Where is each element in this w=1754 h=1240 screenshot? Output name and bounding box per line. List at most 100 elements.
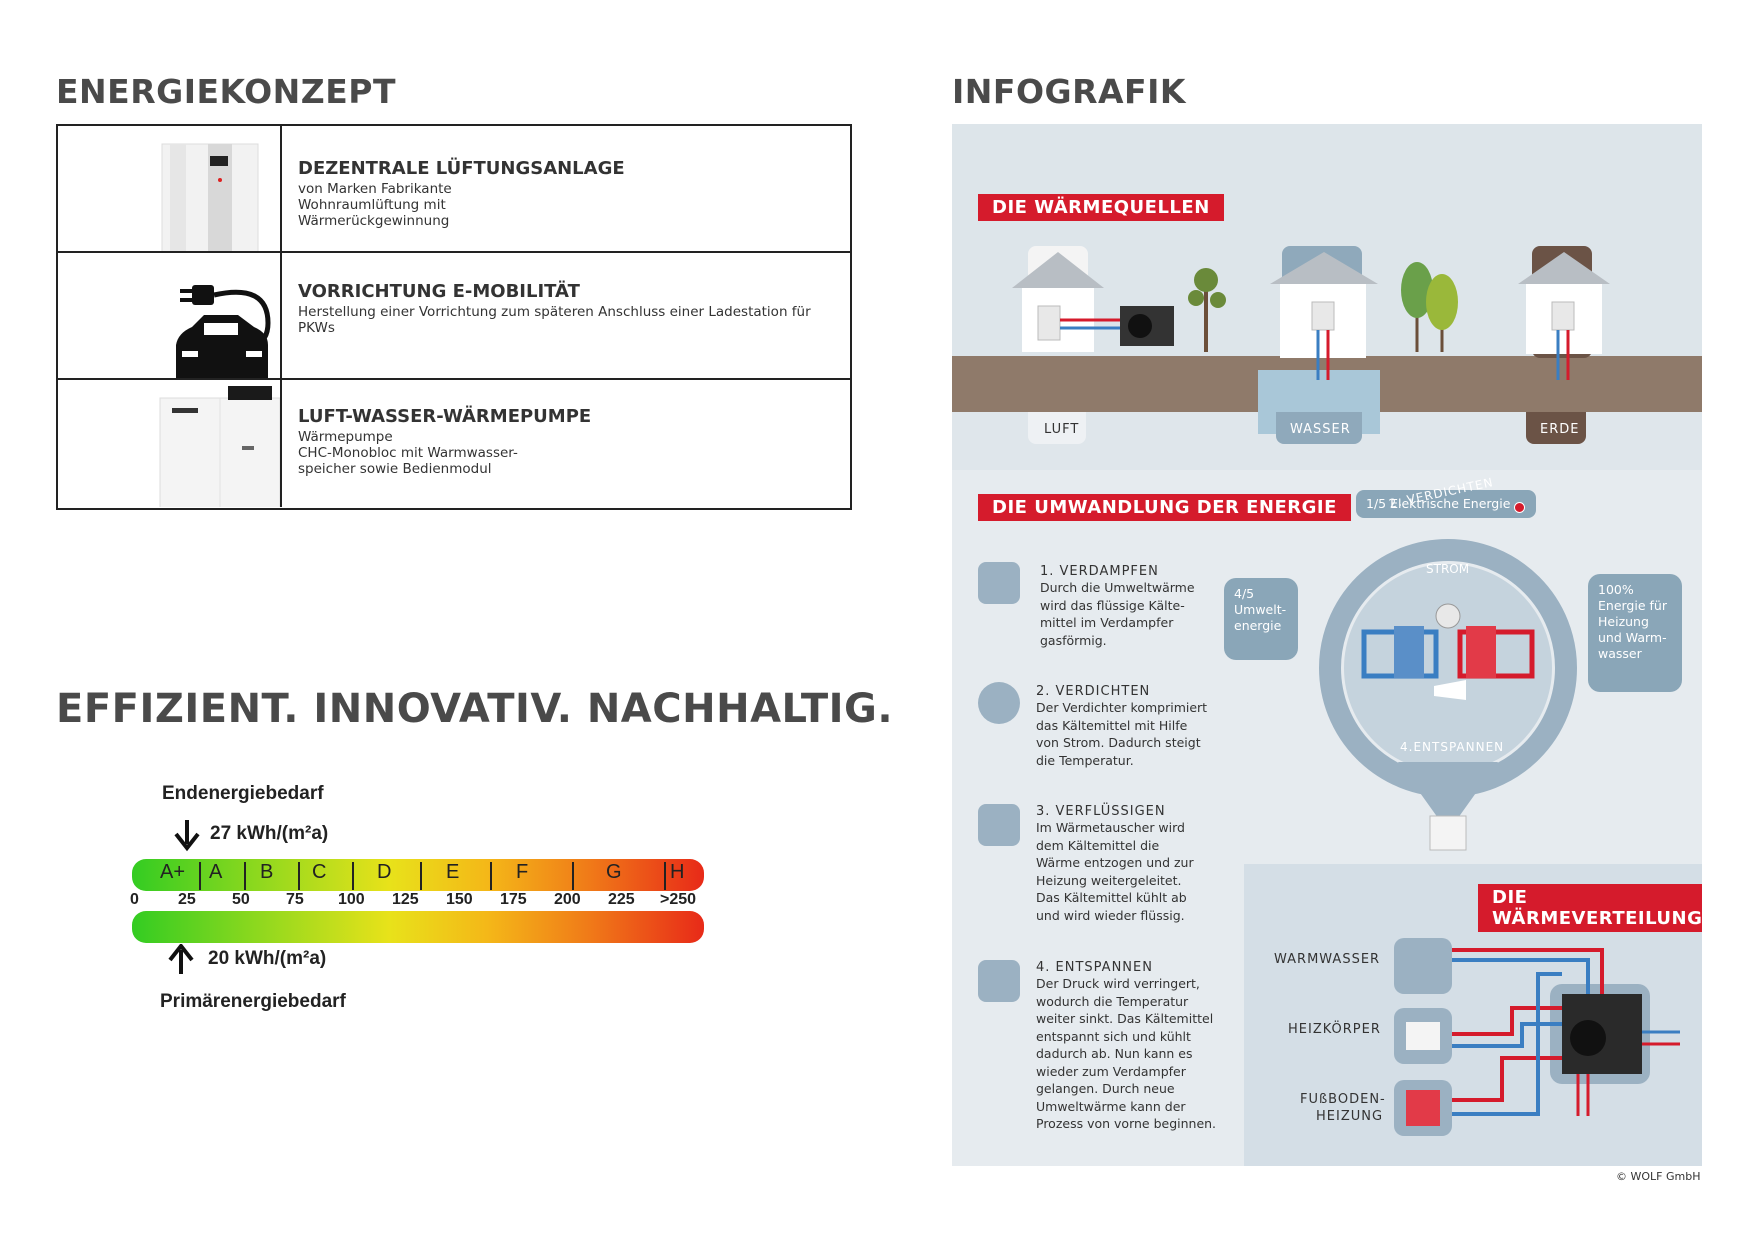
heat-pump-image bbox=[58, 380, 282, 507]
energy-class-7: G bbox=[606, 861, 622, 883]
step-title: 2. VERDICHTEN bbox=[1036, 684, 1151, 699]
evaporate-icon bbox=[978, 562, 1020, 604]
row-line: Herstellung einer Vorrichtung zum später… bbox=[298, 304, 811, 320]
step-line: wodurch die Temperatur bbox=[1036, 993, 1189, 1009]
bubble-line: und Warm- bbox=[1598, 630, 1667, 645]
step-line: gasförmig. bbox=[1040, 632, 1107, 648]
step-line: wird das flüssige Kälte- bbox=[1040, 597, 1185, 613]
energy-class-8: H bbox=[670, 861, 685, 883]
energy-class-3: C bbox=[312, 861, 327, 883]
banner-distribution: DIE WÄRMEVERTEILUNG bbox=[1478, 884, 1702, 932]
row-line: speicher sowie Bedienmodul bbox=[298, 461, 492, 477]
step-line: Der Druck wird verringert, bbox=[1036, 976, 1200, 991]
step-line: die Temperatur. bbox=[1036, 752, 1134, 768]
condense-icon bbox=[978, 804, 1020, 846]
step-line: Durch die Umweltwärme bbox=[1040, 580, 1195, 595]
bubble-line: Umwelt- bbox=[1234, 602, 1287, 617]
energiekonzept-heading: ENERGIEKONZEPT bbox=[56, 72, 396, 111]
class-divider bbox=[199, 862, 201, 890]
energy-tick-6: 150 bbox=[446, 891, 473, 908]
primaerenergie-value: 20 kWh/(m²a) bbox=[208, 948, 327, 969]
arrow-down-icon bbox=[174, 820, 200, 852]
energy-tick-1: 25 bbox=[178, 891, 196, 908]
class-divider bbox=[490, 862, 492, 890]
energy-tick-7: 175 bbox=[500, 891, 527, 908]
dist-heizkoerper: HEIZKÖRPER bbox=[1288, 1022, 1381, 1037]
step-line: Das Kältemittel kühlt ab bbox=[1036, 890, 1187, 905]
energy-tick-5: 125 bbox=[392, 891, 419, 908]
energy-gradient-bar bbox=[132, 911, 704, 943]
step-line: mittel im Verdampfer bbox=[1040, 615, 1174, 630]
energy-concept-table: DEZENTRALE LÜFTUNGSANLAGE von Marken Fab… bbox=[56, 124, 852, 510]
step-line: Im Wärmetauscher wird bbox=[1036, 820, 1185, 835]
class-divider bbox=[572, 862, 574, 890]
energy-tick-0: 0 bbox=[130, 891, 139, 908]
heat-sources-illustration bbox=[1012, 246, 1610, 380]
row-line: von Marken Fabrikante bbox=[298, 181, 452, 197]
row-line: Wärmerückgewinnung bbox=[298, 213, 450, 229]
heat-pump-cycle-diagram bbox=[1319, 539, 1577, 851]
infographic: DIE WÄRMEQUELLEN bbox=[952, 124, 1702, 1166]
heat-distribution-diagram bbox=[1394, 938, 1680, 1136]
energy-class-4: D bbox=[377, 861, 392, 883]
banner-conversion: DIE UMWANDLUNG DER ENERGIE bbox=[978, 494, 1351, 521]
row-title: DEZENTRALE LÜFTUNGSANLAGE bbox=[298, 158, 625, 179]
energy-class-bar bbox=[132, 859, 704, 891]
class-divider bbox=[352, 862, 354, 890]
banner-sources: DIE WÄRMEQUELLEN bbox=[978, 194, 1224, 221]
bubble-line: 4/5 bbox=[1234, 586, 1255, 601]
class-divider bbox=[298, 862, 300, 890]
step-line: von Strom. Dadurch steigt bbox=[1036, 735, 1201, 750]
compress-spiral-icon bbox=[978, 682, 1020, 724]
bubble-line: Energie für bbox=[1598, 598, 1667, 613]
step-line: entspannt sich und kühlt bbox=[1036, 1028, 1191, 1044]
row-line: PKWs bbox=[298, 320, 335, 336]
dist-warmwasser: WARMWASSER bbox=[1274, 952, 1381, 967]
step-line: Heizung weitergeleitet. bbox=[1036, 872, 1182, 888]
bubble-line: wasser bbox=[1598, 646, 1642, 661]
ventilation-unit-image bbox=[58, 126, 282, 251]
step-line: gelangen. Durch neue bbox=[1036, 1081, 1175, 1096]
electric-dot-icon bbox=[1514, 502, 1525, 513]
step-line: das Kältemittel mit Hilfe bbox=[1036, 717, 1188, 733]
energy-class-1: A bbox=[209, 861, 223, 883]
source-erde: ERDE bbox=[1540, 422, 1580, 437]
step-line: Umweltwärme kann der bbox=[1036, 1098, 1186, 1114]
source-wasser: WASSER bbox=[1290, 422, 1351, 437]
step-line: Der Verdichter komprimiert bbox=[1036, 700, 1208, 715]
bubble-environment-energy: 4/5 Umwelt- energie bbox=[1224, 578, 1298, 660]
row-title: LUFT-WASSER-WÄRMEPUMPE bbox=[298, 406, 592, 427]
endenergie-label: Endenergiebedarf bbox=[162, 783, 324, 804]
class-divider bbox=[664, 862, 666, 890]
dist-fussboden: FUßBODEN- bbox=[1300, 1092, 1386, 1107]
arrow-up-icon bbox=[168, 944, 194, 974]
energy-class-2: B bbox=[260, 861, 274, 883]
row-title: VORRICHTUNG E-MOBILITÄT bbox=[298, 281, 580, 302]
energy-tick-3: 75 bbox=[286, 891, 304, 908]
bubble-total-energy: 100% Energie für Heizung und Warm- wasse… bbox=[1588, 574, 1682, 692]
energy-class-5: E bbox=[446, 861, 460, 883]
step-line: weiter sinkt. Das Kältemittel bbox=[1036, 1011, 1214, 1026]
class-divider bbox=[244, 862, 246, 890]
step-title: 3. VERFLÜSSIGEN bbox=[1036, 804, 1166, 819]
table-row: LUFT-WASSER-WÄRMEPUMPE Wärmepumpe CHC-Mo… bbox=[58, 380, 850, 507]
bubble-line: Heizung bbox=[1598, 614, 1649, 629]
step-line: und wird wieder flüssig. bbox=[1036, 907, 1185, 923]
energy-tick-10: >250 bbox=[660, 891, 697, 908]
copyright: © WOLF GmbH bbox=[1616, 1170, 1701, 1183]
step-line: dem Kältemittel die bbox=[1036, 837, 1160, 853]
bubble-line: 100% bbox=[1598, 582, 1634, 597]
step-title: 1. VERDAMPFEN bbox=[1040, 564, 1159, 579]
bubble-line: energie bbox=[1234, 618, 1282, 633]
endenergie-value: 27 kWh/(m²a) bbox=[210, 823, 329, 844]
cycle-step-4: 4.ENTSPANNEN bbox=[1400, 740, 1505, 754]
step-title: 4. ENTSPANNEN bbox=[1036, 960, 1153, 975]
primaerenergie-label: Primärenergiebedarf bbox=[160, 991, 346, 1012]
energy-tick-2: 50 bbox=[232, 891, 250, 908]
step-line: Wärme entzogen und zur bbox=[1036, 855, 1194, 870]
step-line: Prozess von vorne beginnen. bbox=[1036, 1116, 1217, 1131]
class-divider bbox=[420, 862, 422, 890]
step-line: dadurch ab. Nun kann es bbox=[1036, 1046, 1193, 1061]
slogan: EFFIZIENT. INNOVATIV. NACHHALTIG. bbox=[56, 686, 894, 732]
source-luft: LUFT bbox=[1044, 422, 1080, 437]
